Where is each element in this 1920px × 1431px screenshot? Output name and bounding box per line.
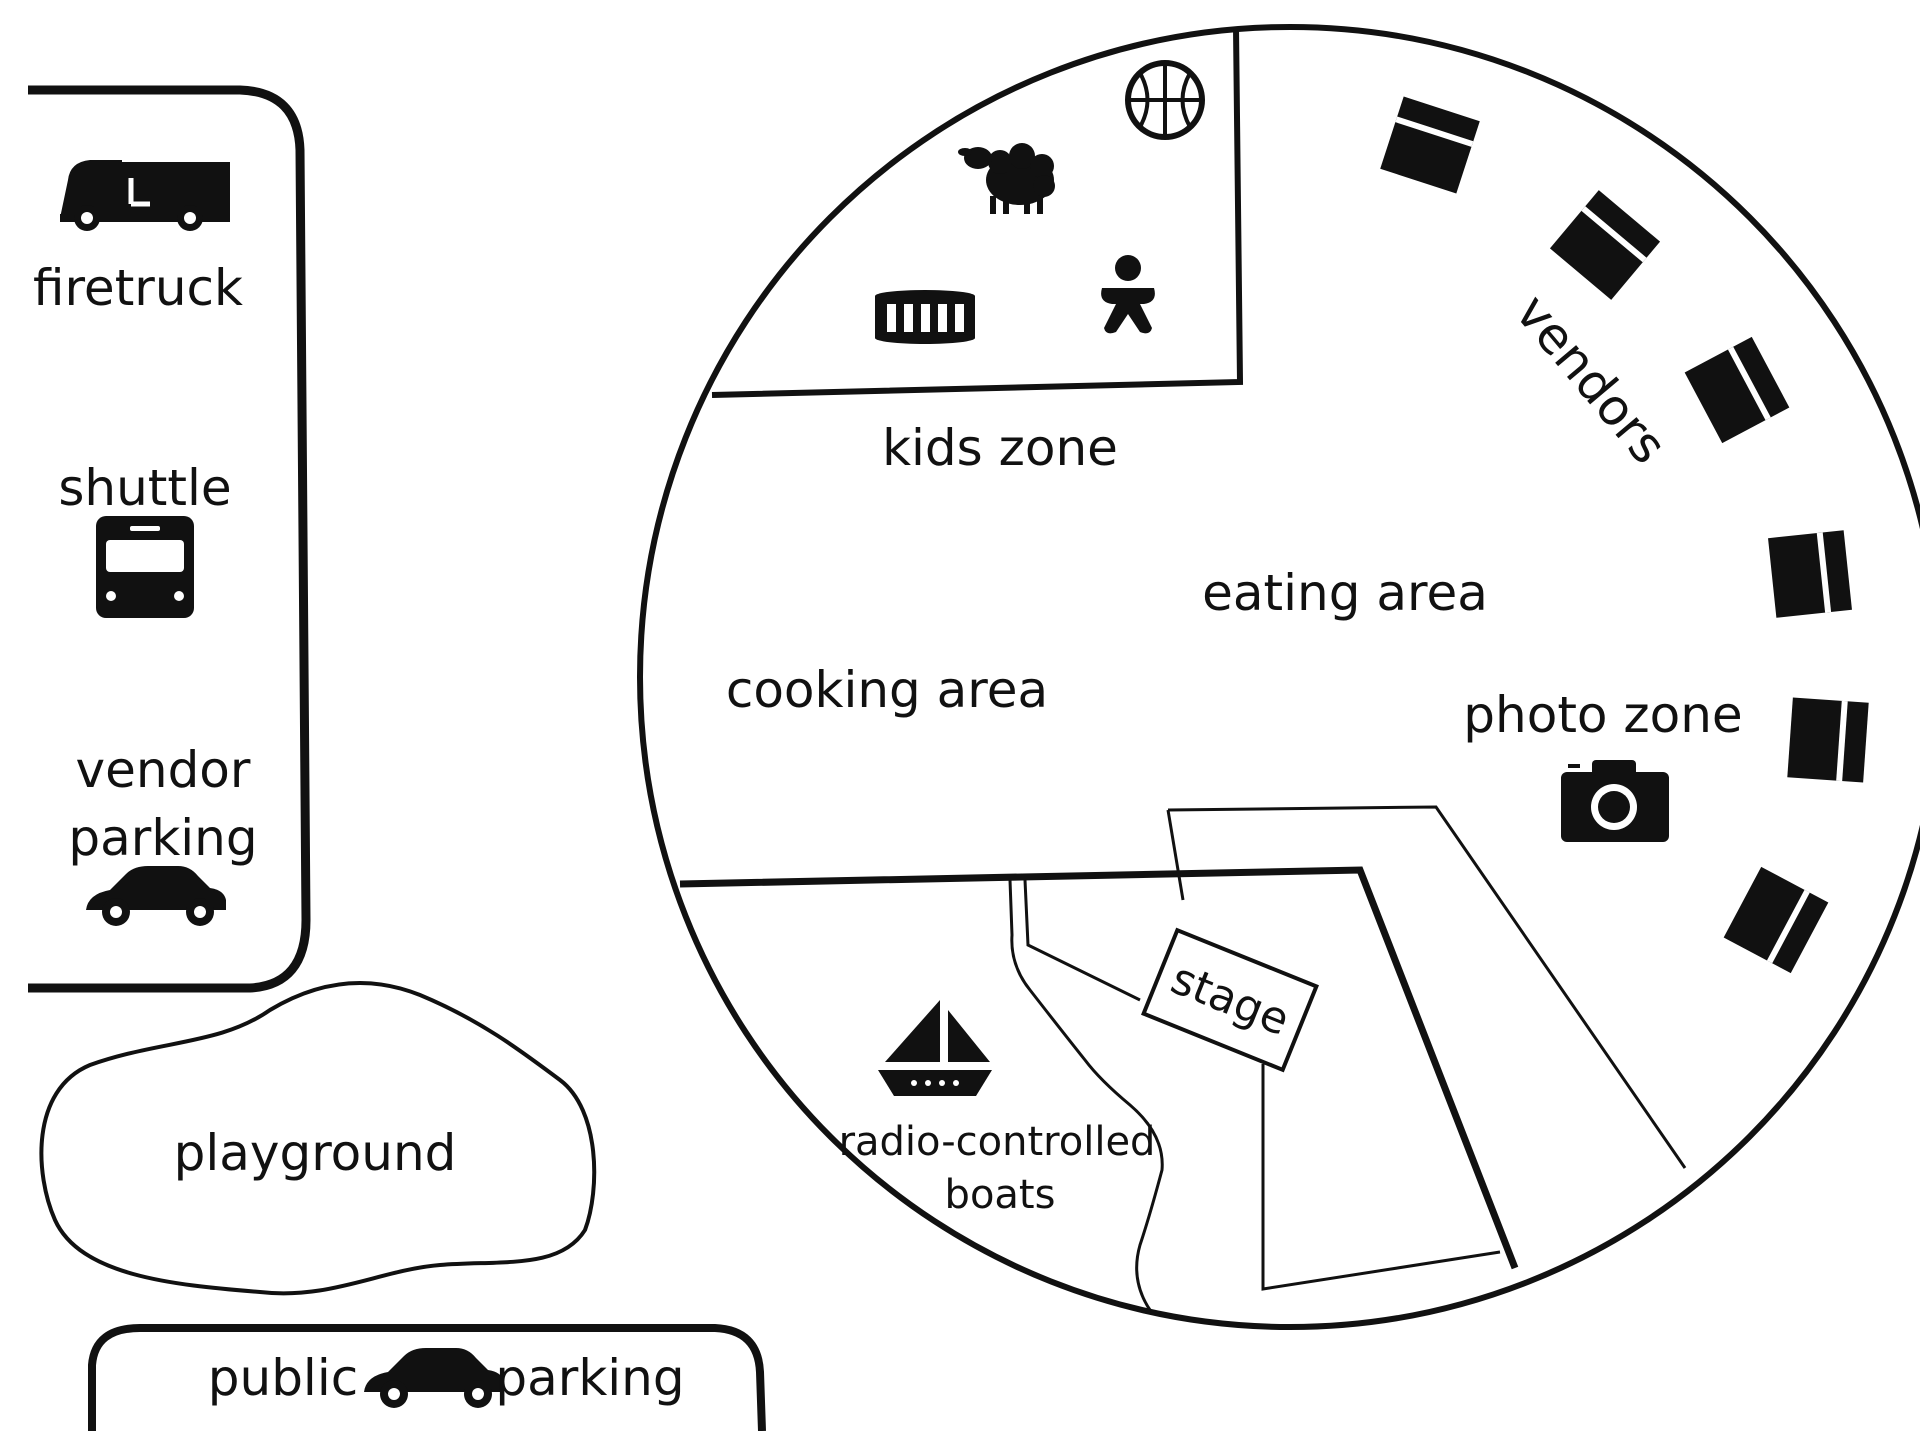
rc-boats-label-line1: radio-controlled <box>839 1119 1156 1165</box>
stream-outline <box>1023 879 1141 1002</box>
festival-grounds-outline <box>637 24 1920 1330</box>
shuttle-label: shuttle <box>58 459 231 517</box>
booth-icon <box>1380 96 1480 194</box>
booth-icon <box>1549 190 1661 300</box>
stream-outline <box>1008 879 1164 1311</box>
drum-icon <box>875 290 975 344</box>
booth-icon <box>1768 530 1852 618</box>
sheep-icon <box>958 143 1055 214</box>
kids-zone-label: kids zone <box>882 419 1118 477</box>
vendor-booth-3 <box>1684 336 1790 444</box>
camera-icon <box>1561 760 1669 842</box>
firetruck-icon <box>60 160 230 231</box>
vendor-booth-2 <box>1549 190 1661 300</box>
sailboat-icon <box>878 1000 992 1096</box>
kids-zone-boundary <box>711 27 1244 398</box>
car-icon <box>364 1348 504 1408</box>
vendor-booth-5 <box>1787 697 1869 783</box>
walkway-outline <box>1167 805 1687 1169</box>
vendor-parking-label-line1: vendor <box>76 741 251 799</box>
vendor-booth-6 <box>1723 866 1829 974</box>
basketball-icon <box>1125 60 1205 140</box>
booth-icon <box>1787 697 1869 783</box>
rc-boats-label-line2: boats <box>945 1172 1056 1218</box>
public-parking-outline <box>88 1324 766 1431</box>
playground-label: playground <box>174 1124 457 1182</box>
firetruck-label: firetruck <box>33 259 243 317</box>
lower-area-boundary <box>679 866 1519 1270</box>
vendor-parking-label-line2: parking <box>68 809 257 867</box>
stage-outline <box>1141 927 1319 1073</box>
stage: stage <box>1141 927 1319 1073</box>
playground-outline <box>39 981 597 1296</box>
booth-icon <box>1684 336 1790 444</box>
vendors-label: vendors <box>1504 283 1678 474</box>
public-parking-label-word2: parking <box>495 1349 684 1407</box>
public-parking-label-word1: public <box>208 1349 358 1407</box>
eating-area-label: eating area <box>1202 564 1488 622</box>
vendor-booth-1 <box>1380 96 1480 194</box>
photo-zone-label: photo zone <box>1463 686 1742 744</box>
stage-label: stage <box>1164 953 1296 1046</box>
vendor-booth-4 <box>1768 530 1852 618</box>
service-area-outline <box>28 85 311 993</box>
bus-icon <box>96 516 194 618</box>
cooking-area-label: cooking area <box>726 661 1048 719</box>
stage-area-outline <box>1261 1064 1501 1291</box>
booth-icon <box>1723 866 1829 974</box>
car-icon <box>86 866 226 926</box>
gingerbread-person-icon <box>1101 255 1155 334</box>
stage-area-outline <box>1166 809 1185 901</box>
